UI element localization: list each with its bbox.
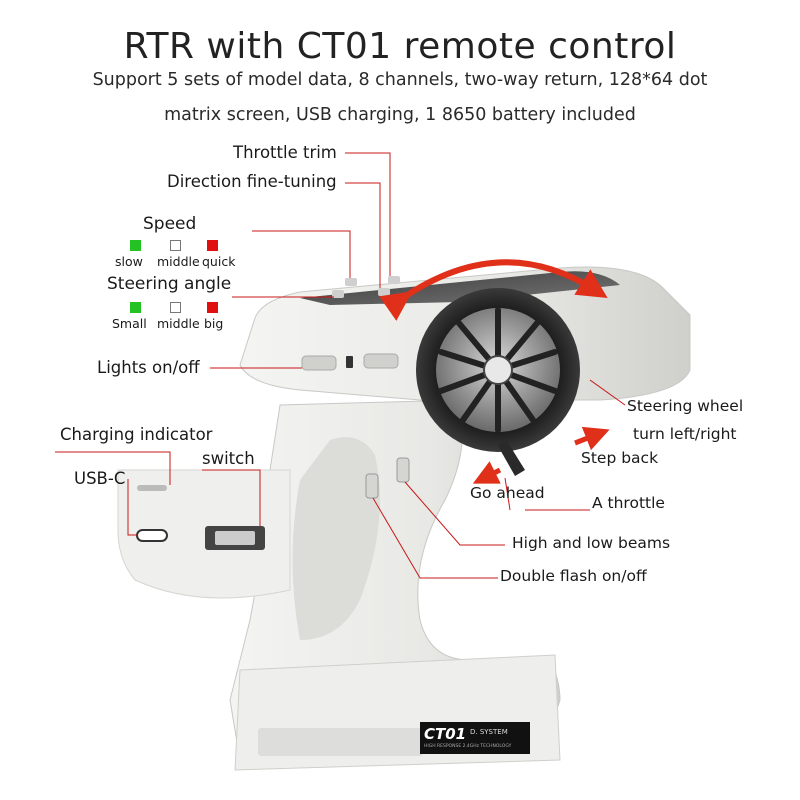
brand-badge-plate xyxy=(420,722,530,754)
steer-big-swatch xyxy=(207,302,218,313)
label-go-ahead: Go ahead xyxy=(470,484,545,502)
label-a-throttle: A throttle xyxy=(592,494,665,512)
label-usb-c: USB-C xyxy=(74,469,126,488)
top-button xyxy=(345,278,357,286)
flash-button xyxy=(365,473,379,499)
steering-legend: Small middle big xyxy=(112,302,242,332)
speed-middle-swatch xyxy=(170,240,181,251)
speed-quick-swatch xyxy=(207,240,218,251)
brand-badge-sub: D. SYSTEM xyxy=(470,728,508,736)
label-speed: Speed xyxy=(143,214,197,234)
speed-slow-swatch xyxy=(130,240,141,251)
speed-legend: slow middle quick xyxy=(112,240,242,270)
subtitle-line-2: matrix screen, USB charging, 1 8650 batt… xyxy=(164,105,636,125)
subtitle-line-1: Support 5 sets of model data, 8 channels… xyxy=(92,70,708,90)
grip-texture xyxy=(292,437,380,640)
steer-small-swatch xyxy=(130,302,141,313)
label-double-flash: Double flash on/off xyxy=(500,567,647,585)
brand-badge-fine: HIGH RESPONSE 2.4GHz TECHNOLOGY xyxy=(424,744,512,749)
label-switch: switch xyxy=(202,449,255,468)
label-throttle-trim: Throttle trim xyxy=(233,143,337,162)
page-title: RTR with CT01 remote control xyxy=(123,26,677,67)
top-button xyxy=(378,288,390,296)
label-steering-wheel-2: turn left/right xyxy=(633,425,737,443)
base-slot xyxy=(258,728,423,756)
steer-small-label: Small xyxy=(112,316,147,331)
inset-zoom xyxy=(117,469,291,599)
speed-middle-label: middle xyxy=(157,254,200,269)
brand-badge: CT01 xyxy=(424,725,467,743)
speed-slow-label: slow xyxy=(115,254,143,269)
beam-button xyxy=(396,457,410,483)
label-steering-angle: Steering angle xyxy=(107,274,232,294)
label-lights: Lights on/off xyxy=(97,358,200,377)
speed-quick-label: quick xyxy=(202,254,236,269)
steer-middle-swatch xyxy=(170,302,181,313)
label-charging-indicator: Charging indicator xyxy=(60,425,213,444)
label-high-low-beams: High and low beams xyxy=(512,534,671,552)
steer-big-label: big xyxy=(204,316,224,331)
lights-button-2 xyxy=(363,353,399,369)
label-steering-wheel-1: Steering wheel xyxy=(627,397,744,415)
usb-c-port xyxy=(136,529,168,542)
label-direction-fine-tuning: Direction fine-tuning xyxy=(167,172,337,191)
lights-button xyxy=(301,355,337,371)
go-ahead-arrow xyxy=(472,461,502,484)
top-button xyxy=(388,276,400,284)
steer-middle-label: middle xyxy=(157,316,200,331)
side-indicator xyxy=(346,356,353,368)
wheel-hub xyxy=(483,355,513,385)
trigger xyxy=(498,438,525,476)
step-back-arrow xyxy=(574,426,610,451)
charging-led xyxy=(137,485,167,491)
label-step-back: Step back xyxy=(581,449,659,467)
top-button xyxy=(332,290,344,298)
rotation-arrow xyxy=(379,259,608,321)
